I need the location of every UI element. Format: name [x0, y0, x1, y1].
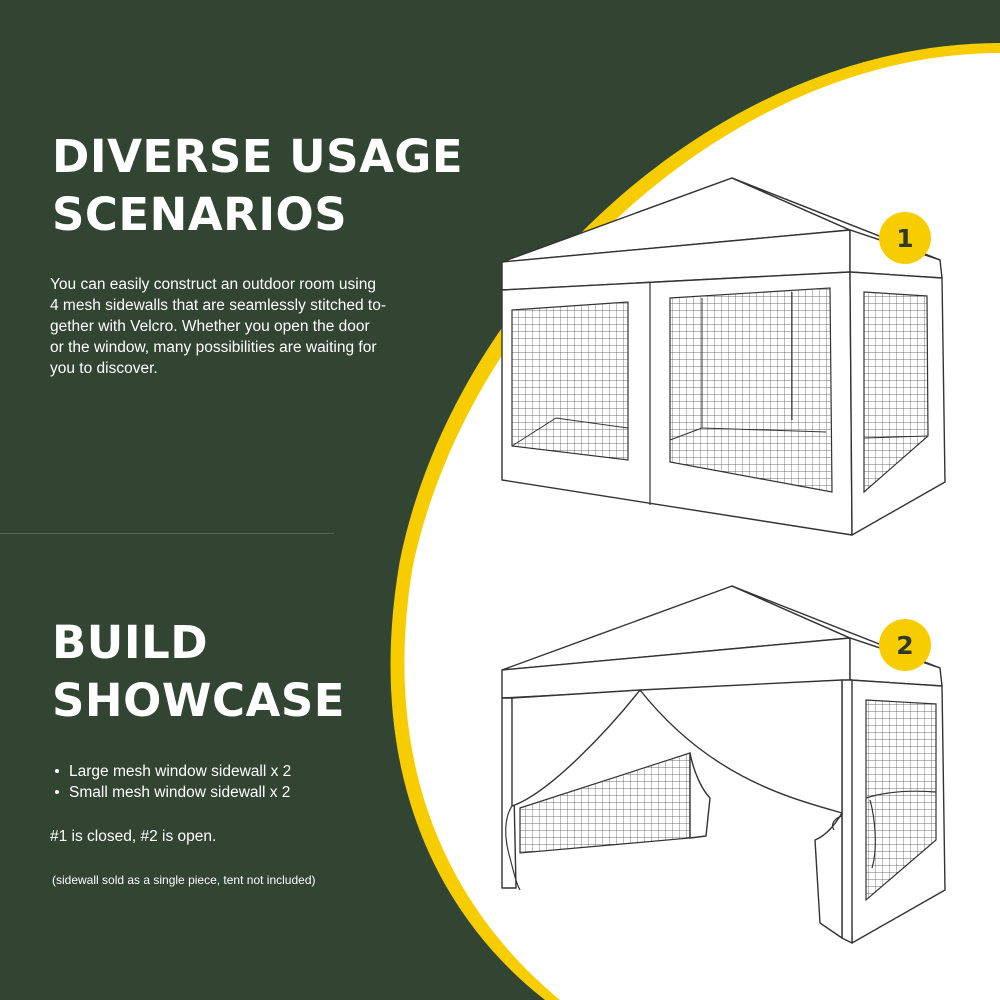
disclaimer: (sidewall sold as a single piece, tent n… [52, 873, 316, 887]
list-item: Small mesh window sidewall x 2 [55, 782, 291, 803]
description-line: you to discover. [50, 360, 158, 377]
section1-title: DIVERSE USAGE SCENARIOS [52, 128, 463, 244]
section2-title-line2: SHOWCASE [52, 674, 345, 727]
contents-list: Large mesh window sidewall x 2 Small mes… [55, 761, 291, 803]
description-line: 4 mesh sidewalls that are seamlessly sti… [50, 297, 386, 314]
canopy-tent-closed-illustration [501, 177, 946, 536]
description-line: gether with Velcro. Whether you open the… [50, 318, 370, 335]
badge-2: 2 [879, 619, 931, 671]
description-line: or the window, many possibilities are wa… [50, 339, 377, 356]
canopy-tent-open-illustration [501, 585, 946, 944]
list-item: Large mesh window sidewall x 2 [55, 761, 291, 782]
section-divider [0, 533, 334, 534]
section1-title-line2: SCENARIOS [52, 188, 348, 241]
section1-description: You can easily construct an outdoor room… [50, 274, 410, 379]
state-note: #1 is closed, #2 is open. [50, 828, 217, 845]
section1-title-line1: DIVERSE USAGE [52, 130, 464, 183]
badge-1: 1 [879, 212, 931, 264]
section2-title: BUILD SHOWCASE [52, 614, 345, 730]
section2-title-line1: BUILD [52, 616, 209, 669]
description-line: You can easily construct an outdoor room… [50, 276, 376, 293]
